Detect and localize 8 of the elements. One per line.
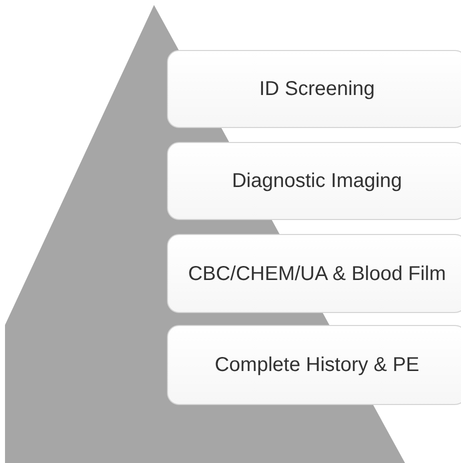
tier-box bbox=[167, 142, 461, 220]
tier-box bbox=[167, 325, 461, 405]
tier-label: Diagnostic Imaging bbox=[232, 169, 402, 194]
tier-label: Complete History & PE bbox=[214, 353, 420, 378]
tier-box bbox=[167, 50, 461, 128]
tier-label: ID Screening bbox=[259, 77, 375, 102]
tier-label: CBC/CHEM/UA & Blood Film bbox=[188, 262, 446, 286]
tier-box bbox=[167, 234, 461, 313]
